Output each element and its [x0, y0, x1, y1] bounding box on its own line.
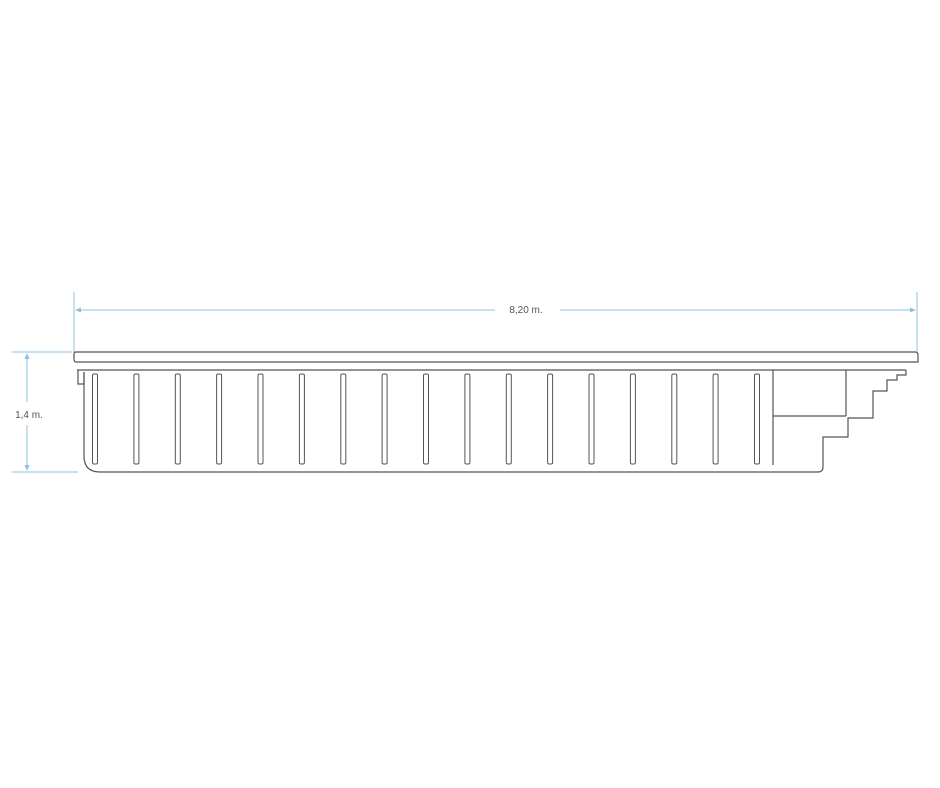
- pool-rib: [754, 373, 760, 465]
- depth-label: 1,4 m.: [15, 410, 43, 421]
- pool-ribs: [92, 373, 760, 465]
- length-label: 8,20 m.: [509, 305, 542, 316]
- depth-dimension: 1,4 m.: [12, 351, 78, 473]
- pool-rib: [381, 373, 388, 465]
- depth-arrow-bottom: [24, 465, 30, 471]
- pool-rib: [712, 373, 719, 465]
- pool-coping: [73, 351, 919, 363]
- pool-rib: [340, 373, 347, 465]
- pool-rib: [133, 373, 140, 465]
- pool-rib: [464, 373, 471, 465]
- pool-rib: [629, 373, 636, 465]
- pool-rib: [671, 373, 678, 465]
- length-arrow-left: [75, 307, 81, 313]
- pool-left-lip: [77, 370, 85, 385]
- pool-rib: [588, 373, 595, 465]
- pool-shell-outline: [83, 370, 907, 473]
- pool-rib: [257, 373, 264, 465]
- length-dimension: 8,20 m.: [73, 292, 918, 352]
- pool-rib: [92, 373, 98, 465]
- pool-profile: [73, 351, 919, 473]
- pool-rib: [547, 373, 554, 465]
- pool-rib: [216, 373, 223, 465]
- pool-rib: [298, 373, 305, 465]
- depth-arrow-top: [24, 353, 30, 359]
- pool-rib: [423, 373, 429, 465]
- length-arrow-right: [910, 307, 916, 313]
- pool-rib: [174, 373, 181, 465]
- pool-rib: [505, 373, 512, 465]
